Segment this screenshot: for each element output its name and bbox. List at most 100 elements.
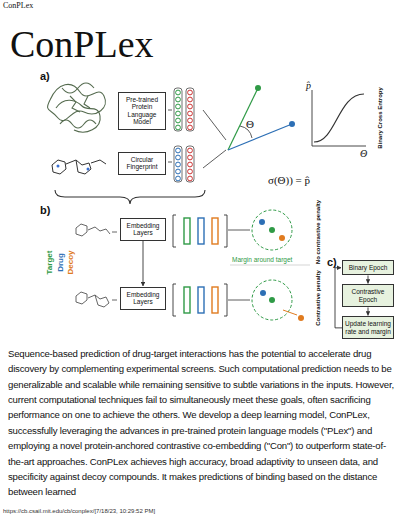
embedding-vector xyxy=(176,169,181,174)
angle-symbol: Θ xyxy=(246,118,254,130)
embedding-vector xyxy=(186,88,194,131)
box-label: Embedding Layers xyxy=(123,222,163,237)
panel-divider xyxy=(230,265,310,266)
contrastive-plot xyxy=(252,210,292,250)
connector-arrow xyxy=(368,275,369,283)
embedding-vector xyxy=(188,125,193,130)
embedding-vector xyxy=(188,118,193,123)
embedding-vector xyxy=(176,118,181,123)
protein-structure xyxy=(56,100,100,132)
penalty-label: No contrastive penalty xyxy=(315,200,321,264)
embedding-vector xyxy=(188,104,193,109)
embedding-vector xyxy=(173,88,227,316)
embedding-vector xyxy=(176,125,181,130)
abstract-text: Sequence-based prediction of drug-target… xyxy=(8,346,394,500)
embedding-vector xyxy=(212,287,218,313)
model-box: Pre-trained Protein Language Model xyxy=(118,92,166,130)
embedding-vector xyxy=(176,90,181,95)
axis-label: Θ xyxy=(360,148,367,159)
molecule-set xyxy=(76,224,110,236)
vector-arrow xyxy=(168,110,172,162)
model-box: Circular Fingerprint xyxy=(118,152,166,175)
process-box: Contrastive Epoch xyxy=(342,284,394,307)
vector-plot xyxy=(255,85,261,91)
embedding-vector xyxy=(174,88,182,131)
embedding-vector xyxy=(176,111,181,116)
embedding-vector xyxy=(188,111,193,116)
contrastive-plot xyxy=(252,280,292,320)
embedding-vector xyxy=(176,162,181,167)
box-label: Binary Epoch xyxy=(345,264,391,271)
process-box: Update learning rate and margin xyxy=(342,316,394,339)
embedding-vector xyxy=(176,148,181,153)
contrastive-plot xyxy=(269,297,275,303)
molecule-set xyxy=(112,232,117,300)
protein-structure xyxy=(70,96,90,112)
contrastive-plot xyxy=(259,219,265,225)
vector-plot xyxy=(228,124,292,150)
protein-structure xyxy=(48,83,106,132)
embedding-vector xyxy=(188,97,193,102)
box-label: Circular Fingerprint xyxy=(121,156,163,171)
drug-molecule xyxy=(52,160,106,174)
process-box: Binary Epoch xyxy=(342,260,394,275)
embedding-vector xyxy=(174,146,182,182)
embedding-vector xyxy=(176,104,181,109)
embedding-vector xyxy=(188,162,193,167)
vector-plot xyxy=(228,88,258,150)
contrastive-plot xyxy=(260,290,266,296)
embedding-vector xyxy=(176,176,181,181)
drug-molecule xyxy=(57,165,60,168)
contrastive-plot xyxy=(283,310,297,315)
embedding-vector xyxy=(198,218,204,244)
embedding-vector xyxy=(176,97,181,102)
embedding-vector xyxy=(188,169,193,174)
panel-letter: b) xyxy=(40,204,50,216)
box-label: Embedding Layers xyxy=(123,291,163,306)
connector-arrow xyxy=(143,241,144,286)
page-footer: https://cb.csail.mit.edu/cb/conplex/[7/1… xyxy=(3,508,155,514)
brace xyxy=(55,190,205,204)
sigmoid-plot xyxy=(314,94,364,142)
embedding-vector xyxy=(198,287,204,313)
legend-word: Decoy xyxy=(65,250,74,274)
embedding-vector xyxy=(188,148,193,153)
connector-arrow xyxy=(335,268,342,328)
vector-plot xyxy=(228,85,295,150)
contrastive-plot xyxy=(298,315,304,321)
embedding-box: Embedding Layers xyxy=(120,218,166,241)
contrastive-plot xyxy=(269,227,275,233)
sigmoid-plot xyxy=(312,90,366,146)
panel-divider xyxy=(230,265,310,266)
loss-label: Binary Cross Entropy xyxy=(377,87,383,149)
molecule-set xyxy=(76,292,109,307)
drug-molecule xyxy=(52,160,106,174)
embedding-vector xyxy=(184,287,190,313)
embedding-vector xyxy=(188,155,193,160)
embedding-vector xyxy=(173,215,227,316)
drug-molecule xyxy=(87,168,90,171)
contrastive-plot xyxy=(228,210,304,321)
protein-structure xyxy=(60,83,96,128)
brace xyxy=(55,190,205,204)
panel-letter: c) xyxy=(327,256,337,268)
box-label: Pre-trained Protein Language Model xyxy=(121,96,163,126)
axis-label: p̂ xyxy=(306,80,311,91)
legend-word: Target xyxy=(45,250,54,274)
formula: σ(Θ)) = p̂ xyxy=(268,174,310,186)
embedding-vector xyxy=(188,90,193,95)
vector-arrow xyxy=(168,110,226,168)
embedding-vector xyxy=(186,146,194,182)
box-label: Update learning rate and margin xyxy=(345,320,391,335)
box-label: Contrastive Epoch xyxy=(345,288,391,303)
vector-plot xyxy=(289,121,295,127)
embedding-box: Embedding Layers xyxy=(120,287,166,310)
sigmoid-plot xyxy=(312,90,366,146)
penalty-label: Contrastive penalty xyxy=(315,270,321,326)
embedding-vector xyxy=(212,218,218,244)
vector-arrow xyxy=(203,110,226,168)
connector-arrow xyxy=(368,307,369,315)
margin-label: Margin around target xyxy=(232,256,292,263)
embedding-vector xyxy=(184,218,190,244)
page-header: ConPLex xyxy=(3,1,33,10)
